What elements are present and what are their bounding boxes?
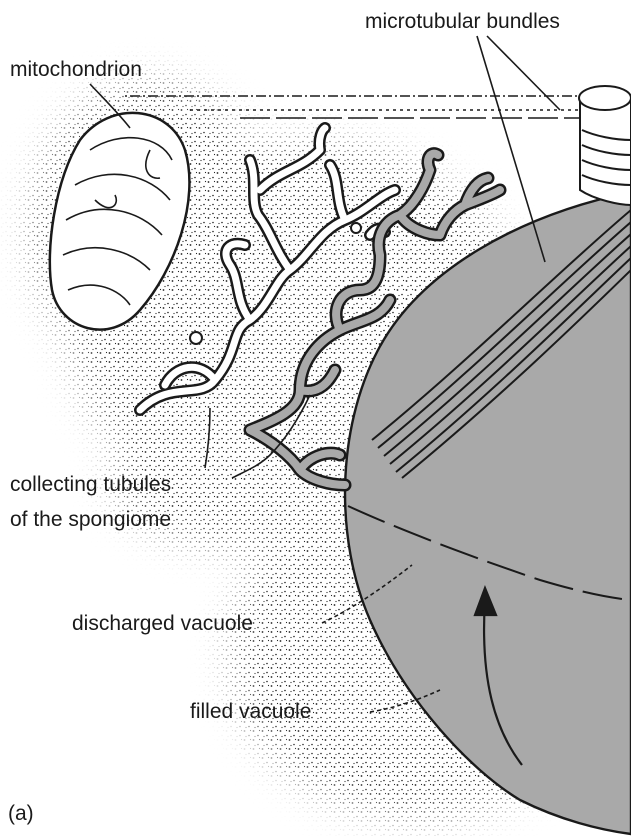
label-collecting-tubules-line2: of the spongiome [10,508,171,531]
label-discharged-vacuole: discharged vacuole [72,612,253,635]
panel-label: (a) [8,802,34,825]
label-microtubular-bundles: microtubular bundles [365,10,560,33]
label-collecting-tubules-line1: collecting tubules [10,473,171,496]
label-mitochondrion: mitochondrion [10,58,142,81]
ampulla-cylinder [579,86,631,205]
label-filled-vacuole: filled vacuole [190,700,311,723]
